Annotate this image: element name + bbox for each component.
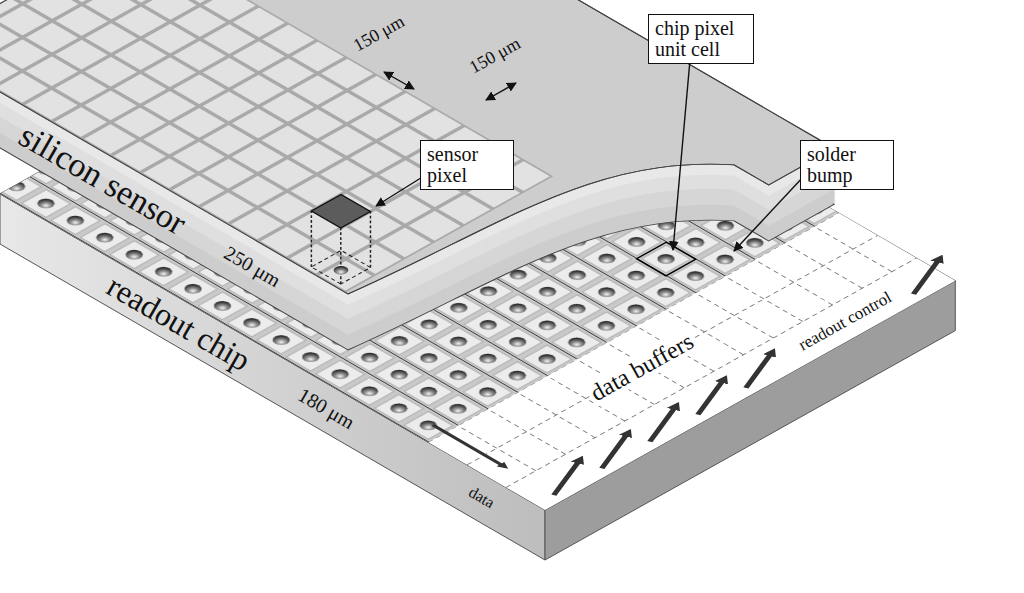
readout-arrows — [537, 261, 956, 496]
unit-cell-highlight — [637, 242, 696, 276]
pixel-bump — [331, 264, 352, 276]
sensor-pixel-edges — [262, 194, 419, 284]
layer-name: silicon sensor — [14, 118, 192, 240]
pixel-edge — [262, 211, 360, 267]
dimension-label: 150 μm — [463, 32, 526, 79]
buffer-line — [695, 293, 773, 338]
pixel-edge — [292, 228, 390, 284]
callout-box: chip pixel unit cell — [648, 14, 754, 64]
pixel-edge — [321, 211, 419, 267]
buffer-line — [814, 227, 892, 272]
buffer-line — [517, 392, 595, 437]
readout-arrow — [633, 408, 692, 441]
buffer-line — [458, 426, 536, 471]
readout-arrow — [537, 462, 596, 495]
dimension-line — [486, 83, 516, 100]
callout-box: solder bump — [800, 140, 894, 190]
pixel-bottom — [311, 250, 370, 284]
callout-box: sensor pixel — [420, 140, 514, 190]
signal-label: data — [466, 484, 497, 511]
dimension-line — [384, 72, 414, 89]
buffer-line — [755, 260, 833, 305]
readout-arrow — [585, 435, 644, 468]
layer-name: readout chip — [102, 269, 256, 376]
region-label: readout control — [793, 286, 898, 356]
highlighted-sensor-pixel — [311, 194, 370, 228]
leader-line — [673, 60, 690, 250]
readout-arrow — [729, 354, 788, 387]
buffer-line — [784, 243, 862, 288]
region-label: data buffers — [583, 326, 700, 407]
callout-text: sensor pixel — [427, 144, 507, 186]
dimension-label: 150 μm — [347, 10, 410, 57]
leader-line — [734, 176, 804, 251]
leader-line — [376, 176, 424, 206]
callout-text: solder bump — [807, 144, 887, 186]
sensor-pixel-grid — [0, 0, 553, 292]
readout-arrow — [896, 261, 955, 294]
readout-arrow — [681, 381, 740, 414]
callout-text: chip pixel unit cell — [655, 18, 747, 60]
data-out-arrow — [433, 425, 502, 465]
thickness-label: 180 μm — [295, 384, 358, 432]
leader-lines — [376, 60, 804, 251]
thickness-label: 250 μm — [221, 243, 284, 291]
chip-plane — [0, 0, 1010, 510]
buffer-line — [488, 409, 566, 454]
buffer-line — [725, 276, 803, 321]
